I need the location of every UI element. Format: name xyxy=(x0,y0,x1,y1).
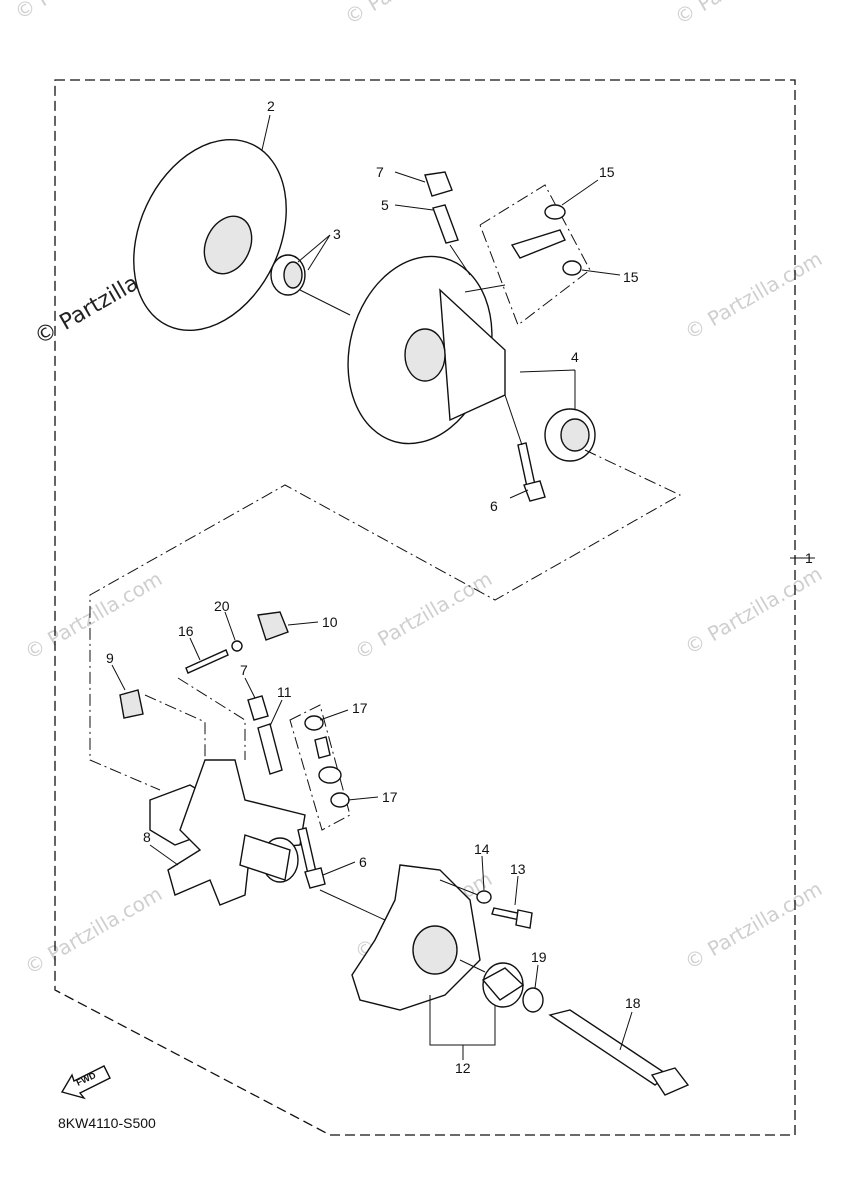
leader-line xyxy=(394,204,434,211)
leader-line xyxy=(561,179,599,206)
leader-line xyxy=(519,369,576,410)
callout-16: 16 xyxy=(178,623,194,639)
watermark: © Partzilla.com xyxy=(671,0,817,29)
callout-4: 4 xyxy=(571,349,579,365)
part-nut-top xyxy=(424,171,453,197)
part-pin-16 xyxy=(185,649,229,674)
leader-line xyxy=(439,879,479,896)
callout-17-upper: 17 xyxy=(352,700,368,716)
part-spider-hub xyxy=(149,759,306,906)
callout-1: 1 xyxy=(805,550,813,566)
leader-line xyxy=(449,244,471,276)
part-bushing-lower xyxy=(481,962,525,1008)
callout-7-lower: 7 xyxy=(240,662,248,678)
part-oring-20 xyxy=(231,640,243,652)
leader-line xyxy=(464,284,506,293)
part-collar xyxy=(270,254,306,296)
watermark: © Partzilla.com xyxy=(681,561,827,659)
part-sleeve-lower xyxy=(257,723,283,775)
part-weight-arm xyxy=(510,204,582,276)
leader-line xyxy=(619,1011,633,1051)
part-slider-10 xyxy=(257,611,289,641)
callout-7-upper: 7 xyxy=(376,164,384,180)
part-bolt-top xyxy=(517,442,546,502)
watermark: © Partzilla.com xyxy=(21,881,167,979)
callout-15-upper: 15 xyxy=(599,164,615,180)
callout-12: 12 xyxy=(455,1060,471,1076)
callout-20: 20 xyxy=(214,598,230,614)
part-cover xyxy=(351,864,481,1011)
leader-line xyxy=(429,995,496,1046)
callout-19: 19 xyxy=(531,949,547,965)
callout-labels: 1 2 3 4 5 6 6 7 7 8 9 10 11 12 13 14 15 … xyxy=(106,98,813,1076)
leader-line xyxy=(299,289,351,316)
callout-13: 13 xyxy=(510,861,526,877)
watermark-group: © Partzilla.com © Partzilla.com © Partzi… xyxy=(11,0,827,979)
part-sheave-disc xyxy=(133,138,287,332)
part-bushing xyxy=(544,408,596,462)
callout-14: 14 xyxy=(474,841,490,857)
watermark: © Partzilla.com xyxy=(351,566,497,664)
callout-9: 9 xyxy=(106,650,114,666)
callout-5: 5 xyxy=(381,197,389,213)
callout-10: 10 xyxy=(322,614,338,630)
part-washers-17 xyxy=(304,715,350,808)
subassembly-box xyxy=(289,704,351,831)
watermark: © Partzilla.com xyxy=(11,0,157,24)
part-nut-lower xyxy=(247,695,269,721)
callout-6-lower: 6 xyxy=(359,854,367,870)
part-washer-19 xyxy=(522,987,544,1013)
leader-line xyxy=(287,621,319,626)
assembly-border xyxy=(54,79,796,1136)
leader-line xyxy=(534,964,539,989)
part-bolt-13 xyxy=(491,907,533,929)
leader-line xyxy=(319,709,349,721)
part-washer-14 xyxy=(476,890,492,904)
leader-line xyxy=(459,959,486,973)
subassembly-box xyxy=(479,184,591,326)
callout-6-upper: 6 xyxy=(490,498,498,514)
part-long-bolt-18 xyxy=(548,1009,690,1096)
leader-line xyxy=(149,844,179,866)
watermark: © Partzilla.com xyxy=(681,246,827,344)
callout-2: 2 xyxy=(267,98,275,114)
leader-line xyxy=(394,171,426,183)
leader-line xyxy=(322,861,356,876)
leader-line xyxy=(319,889,386,921)
leader-line xyxy=(269,699,283,727)
leader-line xyxy=(509,489,529,499)
leader-line xyxy=(244,677,256,699)
leader-line xyxy=(504,394,523,446)
leader-line xyxy=(189,637,201,661)
watermark: © Partzilla.com xyxy=(341,0,487,29)
callout-17-lower: 17 xyxy=(382,789,398,805)
leader-line xyxy=(111,664,126,691)
leader-line xyxy=(581,269,621,276)
callout-15-lower: 15 xyxy=(623,269,639,285)
leader-line xyxy=(514,875,519,906)
leader-line xyxy=(297,234,331,271)
watermark: © Partzilla.com xyxy=(21,566,167,664)
part-primary-sheave xyxy=(347,255,506,445)
assembly-line xyxy=(177,677,246,760)
callout-11: 11 xyxy=(277,684,292,700)
watermark: © Partzilla.com xyxy=(681,876,827,974)
fwd-arrow-icon: FWD xyxy=(60,1065,111,1100)
leader-line xyxy=(347,796,379,801)
leader-line xyxy=(481,855,485,891)
part-slider-9 xyxy=(119,689,144,719)
part-sleeve-top xyxy=(432,204,459,244)
callout-3: 3 xyxy=(333,226,341,242)
part-bolt-lower xyxy=(297,827,326,889)
assembly-line xyxy=(144,694,206,770)
diagram-code: 8KW4110-S500 xyxy=(58,1115,156,1131)
assembly-line xyxy=(89,449,682,791)
leader-line xyxy=(261,114,271,151)
callout-18: 18 xyxy=(625,995,641,1011)
leader-line xyxy=(224,611,236,641)
callout-8: 8 xyxy=(143,829,151,845)
